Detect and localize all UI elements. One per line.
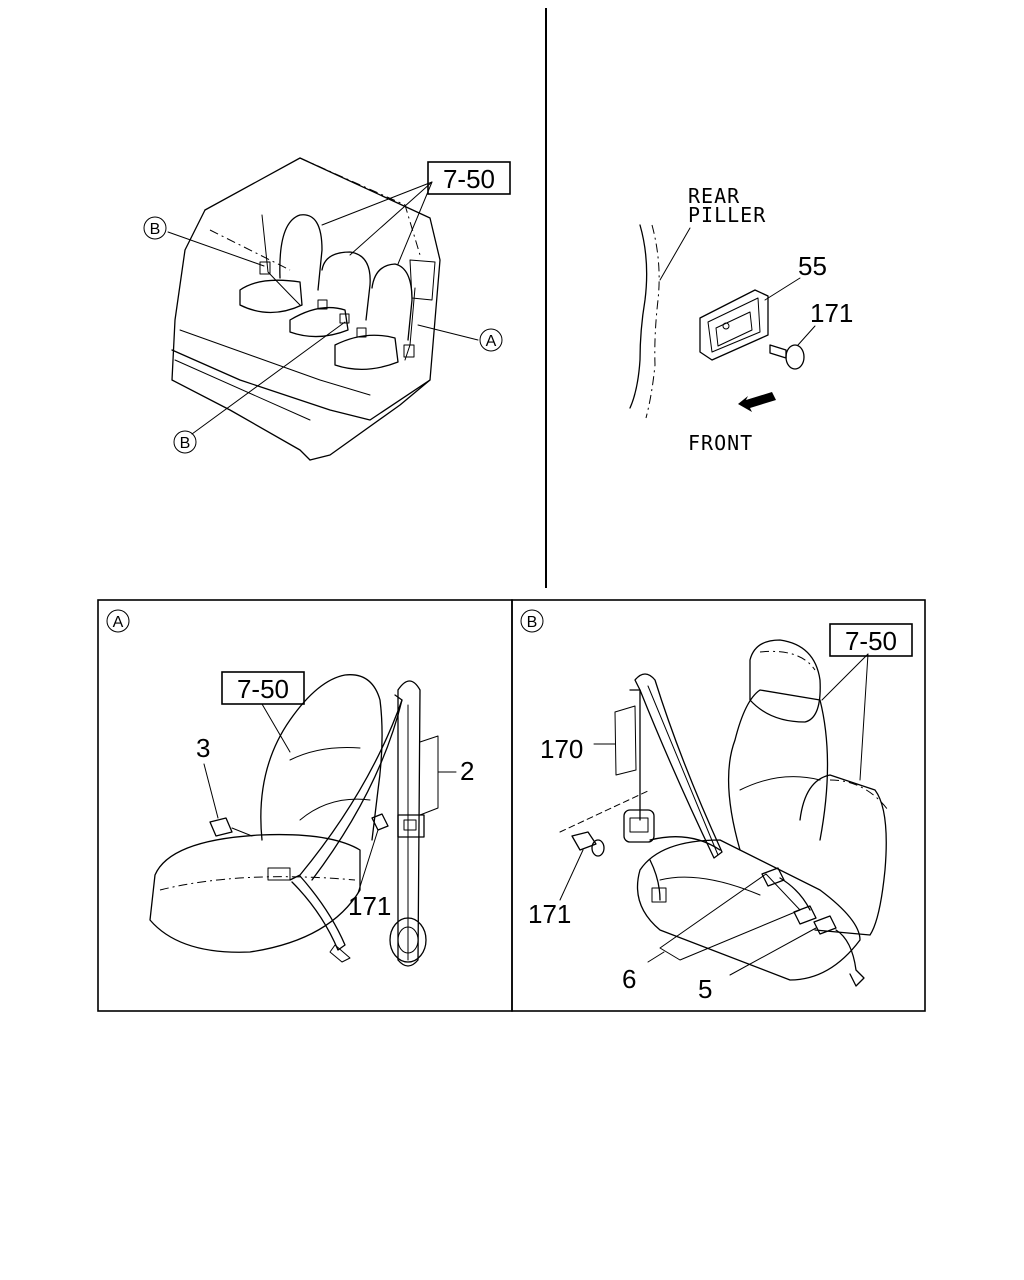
detail-a-ref-box [221, 671, 305, 705]
detail-b-marker [520, 609, 544, 633]
overview-callout-b-upper [143, 216, 167, 240]
detail-b-frame [511, 599, 926, 1012]
detail-b-marker-text: B [527, 614, 538, 631]
overview-callout-a-text: A [486, 333, 497, 350]
rear-label-line1: REAR [688, 184, 740, 208]
rear-label-line2: PILLER [688, 203, 766, 227]
detail-a-ref-label: 7-50 [237, 674, 289, 704]
detail-a-seat [149, 674, 457, 967]
overview-callout-a [479, 328, 503, 352]
detail-b-part-170: 170 [540, 734, 583, 764]
detail-b-part-6: 6 [622, 964, 636, 994]
pillar-part-171: 171 [810, 298, 853, 328]
detail-b-part-171: 171 [528, 899, 571, 929]
pillar-part-55: 55 [798, 251, 827, 281]
detail-a-part-171: 171 [348, 891, 391, 921]
detail-b-part-5: 5 [698, 974, 712, 1004]
detail-b-ref-box [829, 623, 913, 657]
overview-callout-b-lower-text: B [180, 435, 191, 452]
overview-ref-box [427, 161, 511, 195]
detail-a-frame [97, 599, 513, 1012]
pillar-view [629, 224, 816, 419]
detail-b-seats [559, 639, 889, 987]
overview-callout-b-upper-text: B [150, 221, 161, 238]
overview-callout-b-lower [173, 430, 197, 454]
cab-overview [167, 157, 479, 461]
detail-a-part-2: 2 [460, 756, 474, 786]
overview-ref-label: 7-50 [443, 164, 495, 194]
detail-a-part-3: 3 [196, 733, 210, 763]
detail-a-marker [106, 609, 130, 633]
front-label: FRONT [688, 431, 753, 455]
detail-b-ref-label: 7-50 [845, 626, 897, 656]
detail-a-marker-text: A [113, 614, 124, 631]
